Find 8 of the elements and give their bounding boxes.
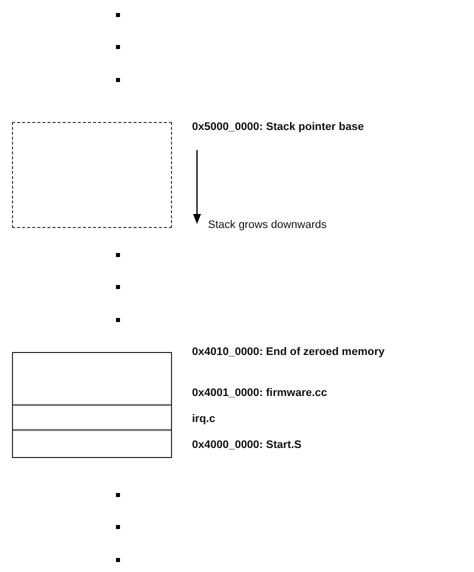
- address-label: 0x5000_0000: Stack pointer base: [192, 121, 364, 134]
- memory-region-box: [12, 352, 172, 458]
- annotation-text: Stack grows downwards: [208, 219, 327, 232]
- address-label: 0x4000_0000: Start.S: [192, 439, 302, 452]
- address-label: 0x4010_0000: End of zeroed memory: [192, 346, 385, 359]
- section-label: irq.c: [192, 413, 216, 426]
- stack-region-box: [12, 122, 172, 228]
- address-label: 0x4001_0000: firmware.cc: [192, 387, 328, 400]
